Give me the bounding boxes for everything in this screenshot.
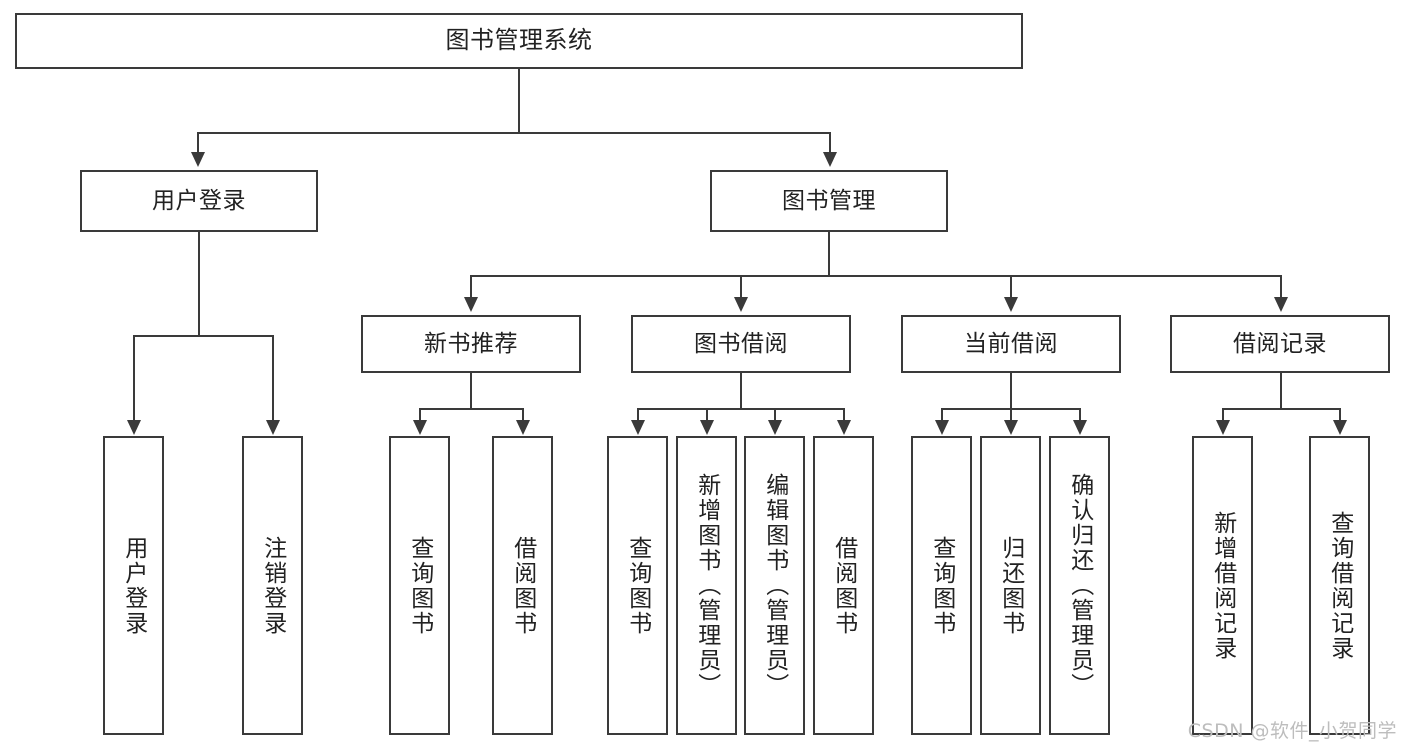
node-label: 查询借阅记录 [1326, 510, 1353, 661]
node-label: 借阅图书 [509, 535, 536, 636]
node-root-system[interactable]: 图书管理系统 [15, 13, 1023, 69]
arrow-book-borrow-to-leaf-4 [837, 420, 851, 435]
connector-user-login-to-leaf-1 [133, 335, 135, 422]
node-leaf-logout[interactable]: 注销登录 [242, 436, 303, 735]
node-label: 归还图书 [997, 535, 1024, 636]
arrow-current-borrow-to-leaf-1 [935, 420, 949, 435]
arrow-book-borrow-to-leaf-2 [700, 420, 714, 435]
connector-book-borrow-bus [637, 408, 843, 410]
arrow-user-login-to-leaf-2 [266, 420, 280, 435]
node-leaf-return-book[interactable]: 归还图书 [980, 436, 1041, 735]
connector-user-login-stem [198, 232, 200, 336]
arrow-new-book-to-leaf-1 [413, 420, 427, 435]
connector-book-borrow-to-leaf-2 [706, 408, 708, 422]
connector-book-manage-to-new-book [470, 275, 472, 299]
node-borrow-record[interactable]: 借阅记录 [1170, 315, 1390, 373]
arrow-user-login-to-leaf-1 [127, 420, 141, 435]
arrow-current-borrow-to-leaf-3 [1073, 420, 1087, 435]
node-leaf-query-book-current[interactable]: 查询图书 [911, 436, 972, 735]
connector-book-borrow-to-leaf-3 [774, 408, 776, 422]
node-label: 用户登录 [120, 535, 147, 636]
node-label: 查询图书 [928, 535, 955, 636]
connector-current-borrow-to-leaf-1 [941, 408, 943, 422]
node-label: 确认归还（管理员） [1066, 473, 1093, 698]
arrow-book-borrow-to-leaf-1 [631, 420, 645, 435]
connector-book-borrow-to-leaf-4 [843, 408, 845, 422]
arrow-borrow-record-to-leaf-2 [1333, 420, 1347, 435]
connector-root-to-user-login [197, 132, 199, 154]
node-label: 图书管理 [782, 187, 876, 214]
node-label: 新增图书（管理员） [693, 473, 720, 698]
connector-book-manage-bus [470, 275, 1280, 277]
node-label: 查询图书 [406, 535, 433, 636]
node-book-borrow[interactable]: 图书借阅 [631, 315, 851, 373]
node-leaf-query-book-borrow[interactable]: 查询图书 [607, 436, 668, 735]
connector-borrow-record-to-leaf-1 [1222, 408, 1224, 422]
connector-new-book-to-leaf-2 [522, 408, 524, 422]
connector-current-borrow-stem [1010, 373, 1012, 409]
connector-current-borrow-to-leaf-2 [1010, 408, 1012, 422]
node-leaf-edit-book-admin[interactable]: 编辑图书（管理员） [744, 436, 805, 735]
node-leaf-user-login[interactable]: 用户登录 [103, 436, 164, 735]
node-leaf-query-book-recommend[interactable]: 查询图书 [389, 436, 450, 735]
node-label: 图书管理系统 [445, 26, 593, 55]
connector-borrow-record-to-leaf-2 [1339, 408, 1341, 422]
connector-book-manage-to-borrow [740, 275, 742, 299]
node-label: 借阅记录 [1233, 330, 1327, 357]
connector-user-login-to-leaf-2 [272, 335, 274, 422]
arrow-book-manage-to-new-book [464, 297, 478, 312]
node-label: 查询图书 [624, 535, 651, 636]
connector-new-book-bus [419, 408, 522, 410]
arrow-book-manage-to-current [1004, 297, 1018, 312]
node-label: 新书推荐 [424, 330, 518, 357]
connector-book-manage-to-record [1280, 275, 1282, 299]
connector-new-book-stem [470, 373, 472, 409]
arrow-current-borrow-to-leaf-2 [1004, 420, 1018, 435]
arrow-root-to-user-login [191, 152, 205, 167]
connector-book-borrow-to-leaf-1 [637, 408, 639, 422]
connector-root-stem [518, 69, 520, 133]
arrow-book-manage-to-record [1274, 297, 1288, 312]
node-new-book-recommend[interactable]: 新书推荐 [361, 315, 581, 373]
node-current-borrow[interactable]: 当前借阅 [901, 315, 1121, 373]
connector-root-to-book-manage [829, 132, 831, 154]
node-leaf-add-book-admin[interactable]: 新增图书（管理员） [676, 436, 737, 735]
node-leaf-confirm-return-admin[interactable]: 确认归还（管理员） [1049, 436, 1110, 735]
connector-user-login-bus [133, 335, 272, 337]
node-label: 注销登录 [259, 535, 286, 636]
connector-root-bus [197, 132, 830, 134]
node-leaf-borrow-book-recommend[interactable]: 借阅图书 [492, 436, 553, 735]
connector-borrow-record-bus [1222, 408, 1339, 410]
node-book-management[interactable]: 图书管理 [710, 170, 948, 232]
node-label: 新增借阅记录 [1209, 510, 1236, 661]
arrow-new-book-to-leaf-2 [516, 420, 530, 435]
node-label: 编辑图书（管理员） [761, 473, 788, 698]
arrow-book-manage-to-borrow [734, 297, 748, 312]
arrow-book-borrow-to-leaf-3 [768, 420, 782, 435]
arrow-root-to-book-manage [823, 152, 837, 167]
node-user-login[interactable]: 用户登录 [80, 170, 318, 232]
node-label: 借阅图书 [830, 535, 857, 636]
connector-borrow-record-stem [1280, 373, 1282, 409]
node-leaf-add-borrow-record[interactable]: 新增借阅记录 [1192, 436, 1253, 735]
node-leaf-query-borrow-record[interactable]: 查询借阅记录 [1309, 436, 1370, 735]
connector-new-book-to-leaf-1 [419, 408, 421, 422]
node-label: 图书借阅 [694, 330, 788, 357]
connector-book-manage-to-current [1010, 275, 1012, 299]
node-label: 用户登录 [152, 187, 246, 214]
node-label: 当前借阅 [964, 330, 1058, 357]
arrow-borrow-record-to-leaf-1 [1216, 420, 1230, 435]
connector-book-borrow-stem [740, 373, 742, 409]
node-leaf-borrow-book[interactable]: 借阅图书 [813, 436, 874, 735]
connector-current-borrow-to-leaf-3 [1079, 408, 1081, 422]
connector-book-manage-stem [828, 232, 830, 276]
